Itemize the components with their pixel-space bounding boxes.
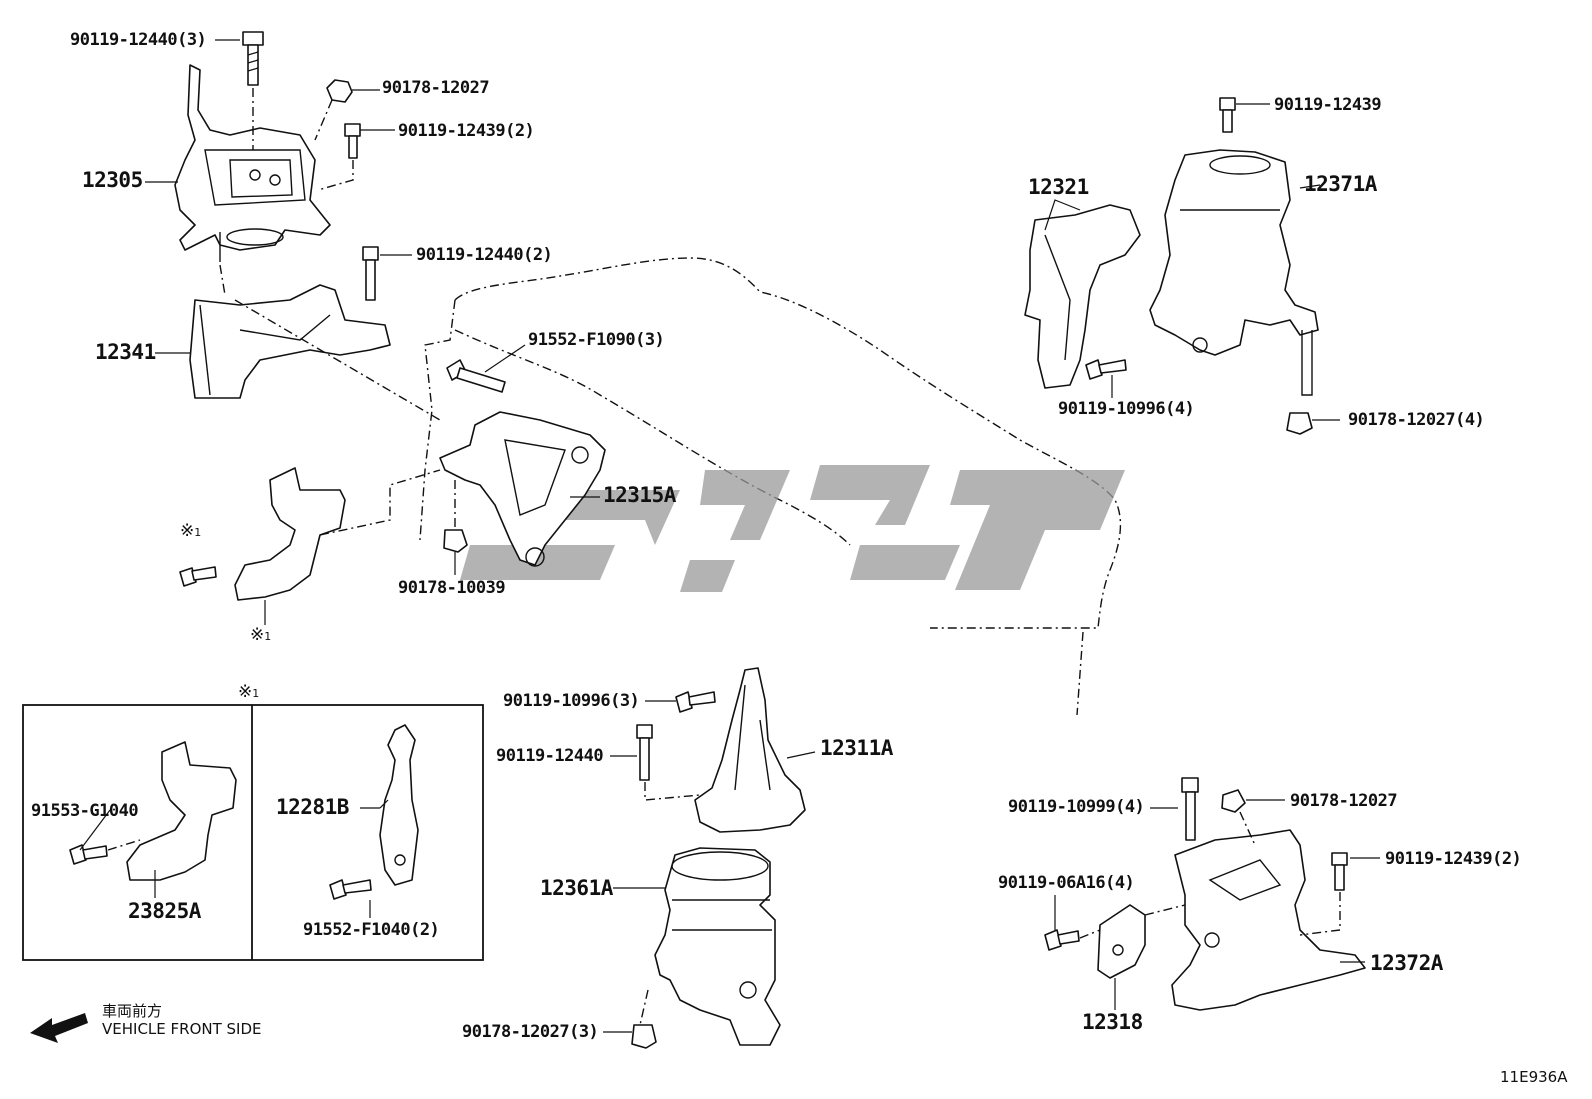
- bolt-90119-12439-lower-right: [1331, 852, 1348, 891]
- callout-91553-G1040: 91553-G1040: [31, 801, 139, 821]
- bolt-90119-10996-mid: [675, 691, 716, 713]
- diagram-code: 11E936A: [1500, 1068, 1568, 1086]
- part-12315A: [439, 411, 606, 567]
- front-arrow-icon: [30, 1013, 88, 1043]
- engine-outline-lower: [419, 299, 456, 541]
- bolt-90119-12440-mid: [362, 246, 379, 301]
- callout-12371A: 12371A: [1304, 172, 1377, 196]
- part-23825A: [126, 741, 237, 881]
- callout-91552-F1090-3: 91552-F1090(3): [528, 330, 665, 350]
- part-12318: [1097, 904, 1146, 979]
- callout-90119-12440-3: 90119-12440(3): [70, 30, 207, 50]
- callout-90119-12439-2: 90119-12439(2): [398, 121, 535, 141]
- callout-91552-F1040-2: 91552-F1040(2): [303, 920, 440, 940]
- callout-12318: 12318: [1082, 1010, 1143, 1034]
- callout-90119-12440-2: 90119-12440(2): [416, 245, 553, 265]
- callout-23825A: 23825A: [128, 899, 201, 923]
- nut-90178-12027-right: [1286, 412, 1313, 435]
- part-12361A: [654, 847, 781, 1046]
- part-12341: [189, 284, 391, 399]
- ref-mark-1-inset: ※1: [238, 682, 260, 702]
- part-12311A: [694, 667, 806, 833]
- callout-12311A: 12311A: [820, 736, 893, 760]
- nut-90178-12027-lower: [631, 1024, 657, 1049]
- callout-12361A: 12361A: [540, 876, 613, 900]
- bolt-90119-06A16: [1044, 929, 1080, 951]
- callout-90178-12027-4: 90178-12027(4): [1348, 410, 1485, 430]
- part-12305: [174, 64, 331, 262]
- callout-90178-12027-lower: 90178-12027: [1290, 791, 1398, 811]
- bolt-90119-12440-lower: [636, 724, 653, 781]
- bolt-91552-F1090: [446, 359, 506, 393]
- part-bracket-ref1: [234, 467, 346, 601]
- nut-90178-10039: [443, 529, 468, 553]
- callout-12372A: 12372A: [1370, 951, 1443, 975]
- engine-outline: [454, 257, 1122, 629]
- callout-12315A: 12315A: [603, 483, 676, 507]
- nut-90178-12027-top: [326, 79, 353, 103]
- part-12321: [1024, 204, 1141, 389]
- callout-90119-12440: 90119-12440: [496, 746, 604, 766]
- engine-lower-right: [1076, 631, 1084, 716]
- callout-12281B: 12281B: [276, 795, 349, 819]
- watermark-logo: [460, 465, 1125, 592]
- front-label-en: VEHICLE FRONT SIDE: [102, 1020, 262, 1038]
- bolt-91552-F1040: [329, 879, 372, 900]
- part-12281B: [379, 724, 419, 886]
- inset-box: [22, 704, 484, 961]
- callout-12321: 12321: [1028, 175, 1089, 199]
- bolt-91553-G1040: [69, 844, 108, 865]
- callout-90119-10996-4: 90119-10996(4): [1058, 399, 1195, 419]
- callout-90119-10999-4: 90119-10999(4): [1008, 797, 1145, 817]
- ref-mark-1a: ※1: [180, 521, 202, 541]
- bolt-90119-12440-top: [242, 31, 264, 86]
- bolt-90119-12439-right-top: [1219, 97, 1236, 133]
- callout-90119-10996-3: 90119-10996(3): [503, 691, 640, 711]
- callout-90119-12439-2-lower: 90119-12439(2): [1385, 849, 1522, 869]
- part-12371A: [1149, 149, 1319, 356]
- front-label-jp: 車両前方: [102, 1002, 163, 1020]
- callout-90178-10039: 90178-10039: [398, 578, 506, 598]
- callout-90119-06A16-4: 90119-06A16(4): [998, 873, 1135, 893]
- part-12372A: [1171, 829, 1366, 1011]
- callout-90178-12027-3: 90178-12027(3): [462, 1022, 599, 1042]
- callout-90119-12439: 90119-12439: [1274, 95, 1382, 115]
- bolt-90119-10996-right: [1085, 359, 1127, 380]
- bolt-90119-10999: [1181, 777, 1199, 841]
- callout-12341: 12341: [95, 340, 156, 364]
- bolt-ref1-left: [179, 566, 217, 587]
- engine-inner-line: [454, 329, 851, 546]
- ref-mark-1b: ※1: [250, 625, 272, 645]
- callout-90178-12027: 90178-12027: [382, 78, 490, 98]
- callout-12305: 12305: [82, 168, 143, 192]
- bolt-90119-12439-top: [344, 123, 361, 159]
- nut-90178-12027-lower-right: [1221, 789, 1246, 813]
